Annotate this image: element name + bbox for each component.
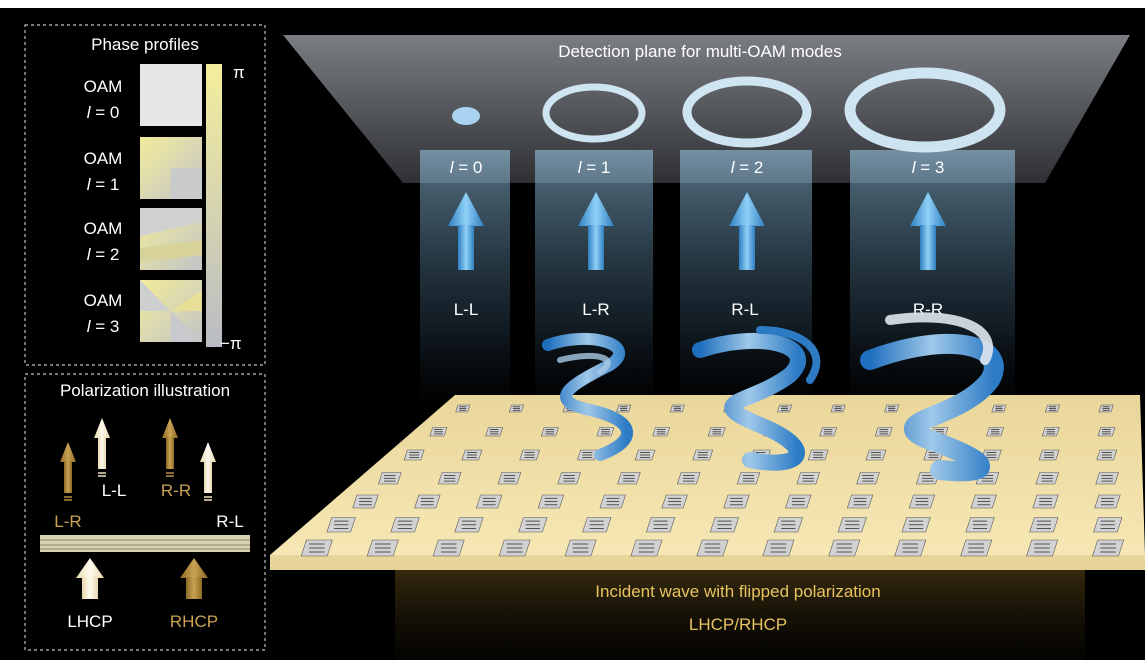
arrow-lhcp xyxy=(76,558,104,599)
channel-label-1: L-L xyxy=(454,300,479,319)
beam-l0 xyxy=(420,150,510,410)
arrow-l-l xyxy=(94,418,110,477)
arrow-r-l xyxy=(200,442,216,501)
phase-profiles-border xyxy=(24,24,266,366)
colorbar-min-label: −π xyxy=(220,334,242,353)
helix-1 xyxy=(542,332,633,461)
mode-label-l3: l = 3 xyxy=(912,158,945,177)
polarization-arrows xyxy=(60,418,216,501)
helices xyxy=(542,312,1004,482)
phase-colorbar xyxy=(206,64,222,347)
polarization-metasurface-slab xyxy=(40,535,250,552)
oam-ring-l2 xyxy=(682,76,812,148)
phase-row-0-l: l = 0 xyxy=(87,103,120,122)
arrow-rhcp xyxy=(180,558,208,599)
phase-image-l0 xyxy=(140,64,202,126)
oam-spot-l0 xyxy=(452,107,480,125)
meta-atoms xyxy=(300,404,1125,557)
mode-label-l0: l = 0 xyxy=(450,158,483,177)
phase-row-2-l: l = 2 xyxy=(87,245,120,264)
metasurface-side xyxy=(270,555,1145,570)
label-rhcp: RHCP xyxy=(170,612,218,631)
helix-2 xyxy=(692,326,821,471)
phase-row-3-l: l = 3 xyxy=(87,317,120,336)
phase-row-3-oam: OAM xyxy=(84,291,123,310)
phase-image-l3 xyxy=(140,280,202,342)
arrow-l-r xyxy=(60,442,76,501)
oam-spots xyxy=(452,67,1006,153)
oam-ring-l3 xyxy=(844,67,1006,153)
mode-label-l2: l = 2 xyxy=(731,158,764,177)
phase-row-2-oam: OAM xyxy=(84,219,123,238)
channel-label-3: R-L xyxy=(731,300,758,319)
channel-label-2: L-R xyxy=(582,300,609,319)
up-arrow-3 xyxy=(729,192,765,270)
beams xyxy=(420,150,1015,410)
phase-images xyxy=(140,64,202,342)
phase-profiles-title: Phase profiles xyxy=(91,35,199,54)
up-arrow-4 xyxy=(910,192,946,270)
label-lhcp: LHCP xyxy=(67,612,112,631)
phase-image-l1 xyxy=(140,137,202,199)
label-l-l: L-L xyxy=(102,481,127,500)
oam-ring-l1 xyxy=(542,83,646,143)
mode-labels: l = 0 l = 1 l = 2 l = 3 xyxy=(450,158,945,177)
up-arrow-2 xyxy=(578,192,614,270)
polarization-border xyxy=(24,373,266,651)
label-r-r: R-R xyxy=(161,481,191,500)
phase-row-1-oam: OAM xyxy=(84,149,123,168)
phase-row-0-oam: OAM xyxy=(84,77,123,96)
input-arrows xyxy=(76,558,208,599)
up-arrow-1 xyxy=(448,192,484,270)
incident-text-line2: LHCP/RHCP xyxy=(689,615,787,634)
phase-rows: OAM l = 0 OAM l = 1 OAM l = 2 OAM l = 3 xyxy=(84,77,123,336)
detection-plane-title: Detection plane for multi-OAM modes xyxy=(558,42,841,61)
helix-3 xyxy=(860,312,1004,482)
up-arrows xyxy=(448,192,946,270)
arrow-r-r xyxy=(162,418,178,477)
phase-image-l2 xyxy=(140,208,202,270)
label-r-l: R-L xyxy=(216,512,243,531)
phase-row-1-l: l = 1 xyxy=(87,175,120,194)
label-l-r: L-R xyxy=(54,512,81,531)
polarization-arrow-labels: L-R L-L R-R R-L xyxy=(54,481,243,531)
colorbar-max-label: π xyxy=(233,63,245,82)
incident-text-line1: Incident wave with flipped polarization xyxy=(595,582,880,601)
polarization-title: Polarization illustration xyxy=(60,381,230,400)
mode-label-l1: l = 1 xyxy=(578,158,611,177)
